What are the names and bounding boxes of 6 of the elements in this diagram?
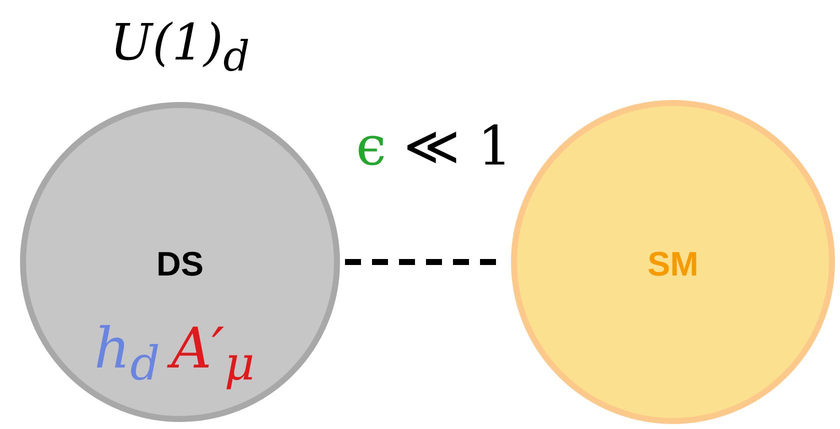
sector-label: DS [156, 246, 204, 284]
sector-label: SM [648, 246, 698, 284]
dashed-connector [345, 259, 499, 265]
group-label: U(1)$_{d}$ [110, 14, 250, 80]
field-symbols: h$_{d}$ A′$_{μ}$ [94, 316, 256, 392]
edge-label: ϵ ≪ 1 [356, 114, 512, 178]
